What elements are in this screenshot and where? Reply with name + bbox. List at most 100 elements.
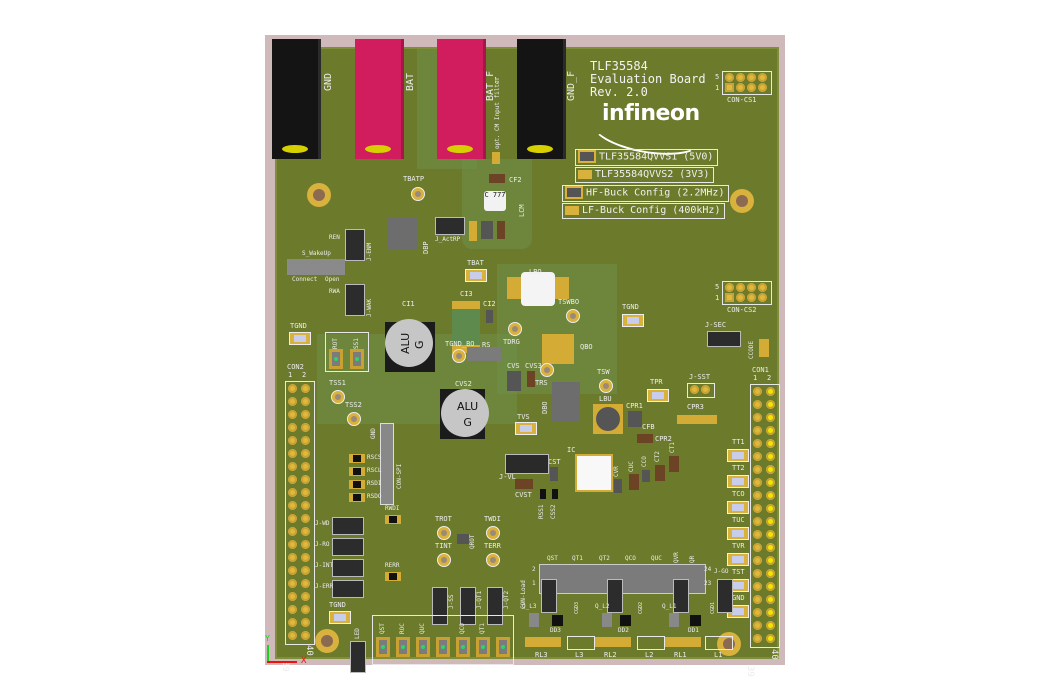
banana-jack-gnd-f[interactable]	[517, 39, 563, 159]
load-jumper-3[interactable]	[673, 579, 689, 613]
header-pin	[301, 618, 310, 627]
load-jumper-2[interactable]	[607, 579, 623, 613]
transistor-qrot	[457, 534, 469, 544]
tp-tvr[interactable]	[727, 553, 749, 566]
jumper-j-enm[interactable]	[345, 229, 365, 261]
transistor-q-l2	[602, 613, 612, 627]
con-cs1-header[interactable]	[722, 71, 772, 95]
cf1	[492, 152, 500, 164]
tp-tdrg[interactable]	[508, 322, 522, 336]
switch-s-wakeup[interactable]	[287, 259, 345, 275]
header-pin	[288, 605, 297, 614]
header-pin	[766, 621, 775, 630]
cap-ci3	[452, 301, 480, 353]
con2-pin2: 2	[302, 371, 307, 379]
tp-tbatp[interactable]	[411, 187, 425, 201]
label-led: LED	[354, 628, 361, 639]
jumper-led[interactable]	[350, 641, 366, 673]
tp-tgnd-right[interactable]	[622, 314, 644, 327]
jumper-j-actrp[interactable]	[435, 217, 465, 235]
jumper-j-ro[interactable]	[332, 538, 364, 556]
jumper-j-int[interactable]	[332, 559, 364, 577]
tp-twdi[interactable]	[486, 526, 500, 540]
tp-tss2[interactable]	[347, 412, 361, 426]
header-pin	[753, 582, 762, 591]
tp-trot[interactable]	[437, 526, 451, 540]
con1-header[interactable]	[750, 384, 780, 648]
tp-tco[interactable]	[727, 501, 749, 514]
resistor-rsdi	[349, 480, 365, 489]
jumper-j-go[interactable]	[717, 579, 733, 613]
load-l3[interactable]	[567, 636, 595, 650]
label-qbo: QBO	[580, 343, 593, 351]
config-label-5v0: TLF35584QVVS1 (5V0)	[575, 149, 719, 166]
mounting-hole-tl	[307, 183, 331, 207]
tp-tgnd-left[interactable]	[289, 332, 311, 345]
banana-jack-gnd[interactable]	[272, 39, 318, 159]
label-cst: CST	[548, 458, 561, 466]
header-pin	[753, 517, 762, 526]
cap-cpr1	[628, 411, 642, 427]
label-j-vl: J-VL	[499, 473, 516, 481]
tp-tgnd-bottom[interactable]	[329, 611, 351, 624]
banana-jack-bat[interactable]	[355, 39, 401, 159]
tp-tgnd-bo[interactable]	[452, 349, 466, 363]
tp-trs[interactable]	[540, 363, 554, 377]
header-pin	[753, 569, 762, 578]
label-tco: TCO	[732, 490, 745, 498]
label-tuc: TUC	[732, 516, 745, 524]
jumper-j-wak[interactable]	[345, 284, 365, 316]
label-tbatp: TBATP	[403, 175, 425, 183]
header-pin	[288, 527, 297, 536]
header-pin	[301, 488, 310, 497]
load-l1[interactable]	[705, 636, 733, 650]
mosfet-qbo	[542, 334, 574, 364]
tp-tt1[interactable]	[727, 449, 749, 462]
label-ct1: CT1	[669, 442, 676, 453]
label-css2: CSS2	[550, 504, 557, 519]
con2-header[interactable]	[285, 381, 315, 645]
label-cvs2: CVS2	[455, 380, 472, 388]
con-load-pin2: 2	[532, 566, 536, 573]
header-pin	[301, 436, 310, 445]
header-pin	[753, 426, 762, 435]
load-jumper-1[interactable]	[541, 579, 557, 613]
tp-tss1[interactable]	[331, 390, 345, 404]
tp-tint[interactable]	[437, 553, 451, 567]
label-rl3: RL3	[535, 651, 548, 659]
tp-tvs[interactable]	[515, 422, 537, 435]
jumper-j-wd[interactable]	[332, 517, 364, 535]
header-pin	[753, 478, 762, 487]
tp-tswbo[interactable]	[566, 309, 580, 323]
label-rsdo: RSDO	[367, 493, 382, 500]
infineon-logo: infineon	[602, 101, 700, 126]
header-pin	[766, 608, 775, 617]
load-rl1	[665, 637, 701, 647]
header-pin	[288, 592, 297, 601]
con-cs2-header[interactable]	[722, 281, 772, 305]
label-rot: ROT	[332, 338, 339, 349]
jumper-j-err[interactable]	[332, 580, 364, 598]
load-l2[interactable]	[637, 636, 665, 650]
jumper-j-vl[interactable]	[505, 454, 549, 474]
label-terr: TERR	[484, 542, 501, 550]
jumper-j-sec[interactable]	[707, 331, 741, 347]
tp-tuc[interactable]	[727, 527, 749, 540]
label-cvs3: CVS3	[525, 362, 542, 370]
tp-tt2[interactable]	[727, 475, 749, 488]
label-cco: CCO	[641, 456, 648, 467]
banana-jack-bat-f[interactable]	[437, 39, 483, 159]
label-led-quc: QUC	[419, 623, 426, 634]
tp-tsw[interactable]	[599, 379, 613, 393]
con1-label: CON1	[752, 366, 769, 374]
header-pin	[753, 556, 762, 565]
tp-tpr[interactable]	[647, 389, 669, 402]
tp-terr[interactable]	[486, 553, 500, 567]
ss1-capacitor	[350, 349, 364, 369]
label-trot: TROT	[435, 515, 452, 523]
jumper-j-sst[interactable]	[687, 383, 715, 398]
header-pin	[288, 566, 297, 575]
tp-tbat[interactable]	[465, 269, 487, 282]
con-spi-header[interactable]	[380, 423, 394, 505]
label-rscs: RSCS	[367, 454, 382, 461]
